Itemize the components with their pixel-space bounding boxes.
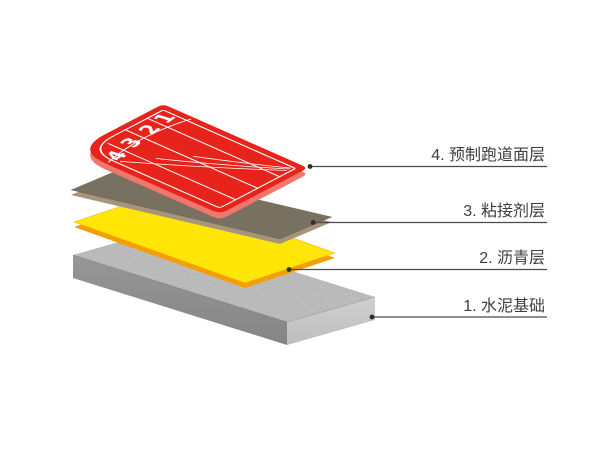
callout-dot-layer4	[307, 164, 313, 169]
callout-dot-layer2	[286, 267, 292, 272]
callout-label-layer4: 4. 预制跑道面层	[431, 146, 545, 164]
callouts: 4. 预制跑道面层 3. 粘接剂层 2. 沥青层 1. 水泥基础	[286, 146, 547, 320]
lane-divider-line	[107, 143, 237, 200]
callout-label-layer1: 1. 水泥基础	[463, 297, 545, 315]
layer-4-track-surface: 4 3 2 1	[75, 104, 308, 220]
lane-merge-line	[155, 158, 290, 170]
cement-top-front-edge	[72, 254, 376, 323]
cement-right-face	[287, 297, 375, 345]
callout-label-layer2: 2. 沥青层	[479, 249, 545, 267]
lane-merge-line	[119, 161, 287, 171]
callout-label-layer3: 3. 粘接剂层	[463, 202, 545, 220]
callout-dot-layer3	[310, 220, 316, 225]
track-inner-border-line	[99, 110, 296, 208]
lane-divider-line	[125, 129, 259, 189]
lane-merge-line	[192, 156, 292, 169]
track-surface-markings: 4 3 2 1	[75, 104, 308, 214]
cement-front-face	[73, 255, 287, 345]
start-curve-line	[107, 118, 192, 163]
callout-dot-layer1	[369, 314, 375, 320]
